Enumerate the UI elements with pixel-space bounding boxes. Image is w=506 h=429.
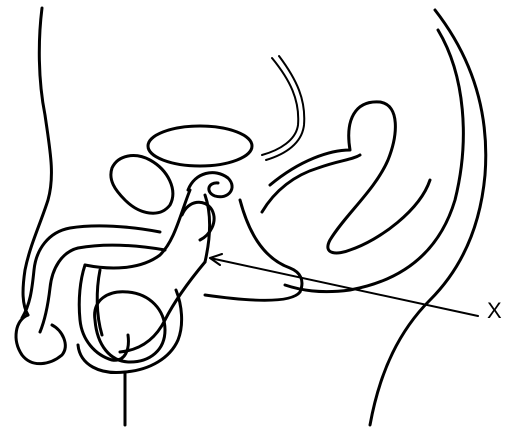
penis-lower — [40, 245, 165, 332]
seminal-vesicle — [188, 173, 232, 197]
ureter-outer — [262, 58, 298, 155]
pubic-bone — [111, 156, 173, 214]
body-outline-back — [370, 10, 486, 425]
glans — [16, 315, 65, 364]
bladder — [148, 126, 252, 166]
pointer-line-x — [210, 258, 478, 316]
penis-upper — [22, 226, 160, 318]
sacrum-curve — [285, 30, 463, 292]
urethra-penile — [120, 262, 205, 352]
rectum-inner — [262, 155, 360, 212]
label-x: X — [487, 300, 502, 322]
body-outline-front — [23, 8, 51, 315]
